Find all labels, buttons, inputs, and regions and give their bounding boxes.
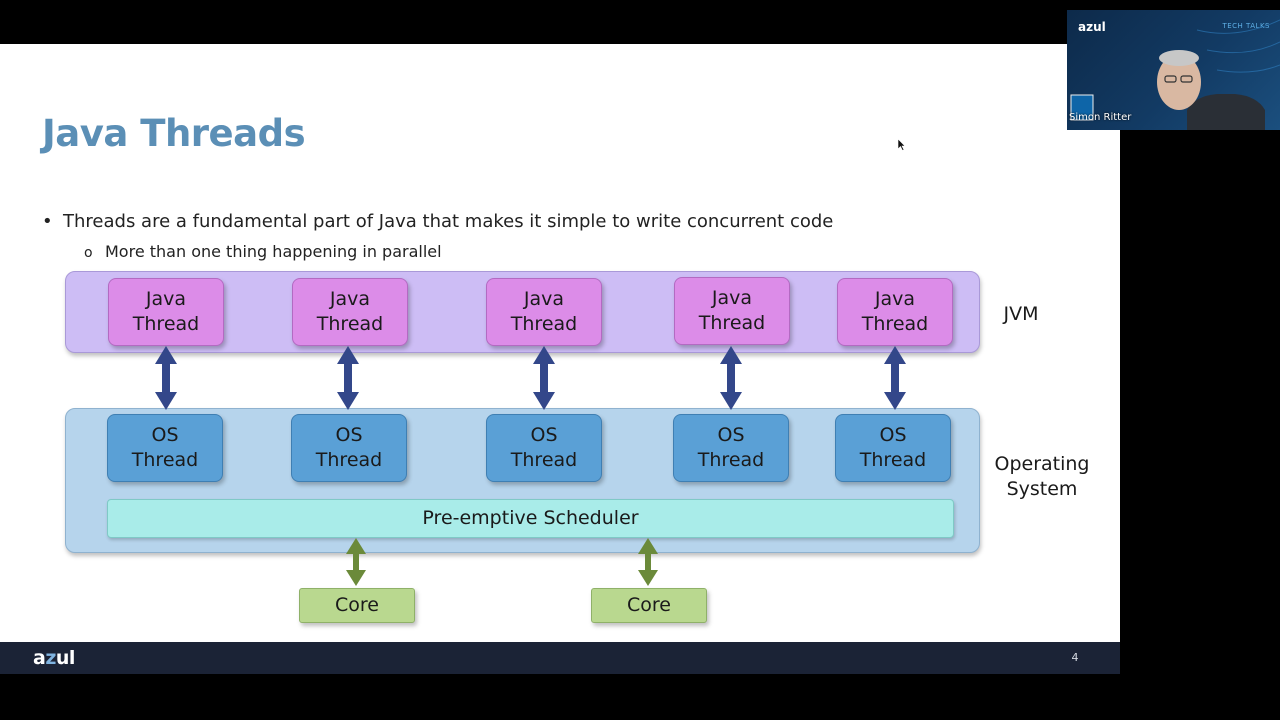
speaker-video-tile[interactable]: azul TECH TALKS Simon Ritter	[1067, 10, 1280, 130]
page-number: 4	[1071, 651, 1079, 664]
bullet-text: Threads are a fundamental part of Java t…	[63, 211, 834, 232]
sub-bullet-marker: o	[84, 245, 93, 261]
azul-logo: azul	[33, 647, 75, 669]
double-arrow-icon	[638, 538, 658, 586]
double-arrow-icon	[884, 346, 906, 410]
bullet-marker: •	[42, 211, 53, 232]
sub-bullet-item: o More than one thing happening in parall…	[84, 242, 442, 261]
double-arrow-icon	[155, 346, 177, 410]
pre-emptive-scheduler: Pre-emptive Scheduler	[107, 499, 954, 538]
jvm-label: JVM	[1003, 303, 1039, 325]
cpu-core-box: Core	[591, 588, 707, 623]
video-brand-logo: azul	[1078, 20, 1106, 34]
double-arrow-icon	[346, 538, 366, 586]
double-arrow-icon	[720, 346, 742, 410]
arrow-cursor-icon	[898, 139, 906, 151]
presentation-slide: Java Threads • Threads are a fundamental …	[0, 44, 1120, 642]
slide-title: Java Threads	[42, 112, 306, 155]
connector-arrows	[155, 346, 906, 586]
speaker-avatar	[1070, 19, 1280, 130]
video-tag-label: TECH TALKS	[1222, 22, 1270, 30]
slide-footer: azul 4	[0, 642, 1120, 674]
cpu-core-box: Core	[299, 588, 415, 623]
double-arrow-icon	[337, 346, 359, 410]
double-arrow-icon	[533, 346, 555, 410]
bullet-item: • Threads are a fundamental part of Java …	[42, 211, 833, 232]
sub-bullet-text: More than one thing happening in paralle…	[105, 242, 442, 261]
speaker-name: Simon Ritter	[1069, 112, 1132, 123]
